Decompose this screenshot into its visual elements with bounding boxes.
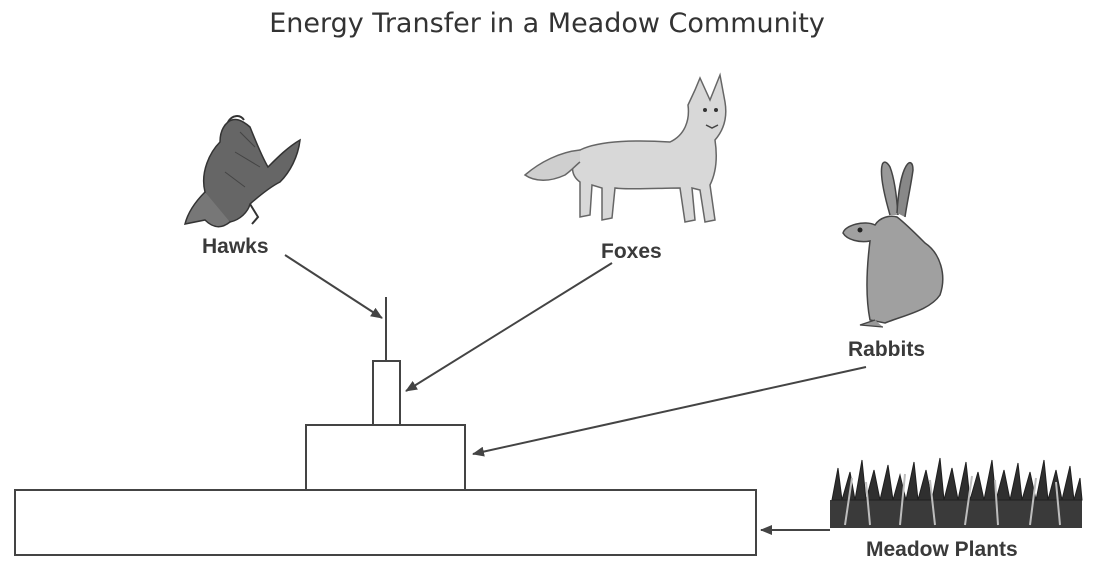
hawks-arrow [284,254,383,319]
meadow-plants-label: Meadow Plants [866,538,1018,561]
fox-icon [523,72,727,223]
grass-icon [830,457,1083,528]
foxes-arrow [405,262,613,392]
rabbit-icon [842,161,944,328]
diagram-title: Energy Transfer in a Meadow Community [269,8,825,39]
rabbits-arrow [472,366,867,457]
rabbits-level-box [305,424,466,491]
foxes-level-box [372,360,401,426]
plants-level-box [14,489,757,556]
rabbits-label: Rabbits [848,338,925,361]
hawk-icon [183,115,301,228]
foxes-label: Foxes [601,240,662,263]
hawks-label: Hawks [202,235,269,258]
